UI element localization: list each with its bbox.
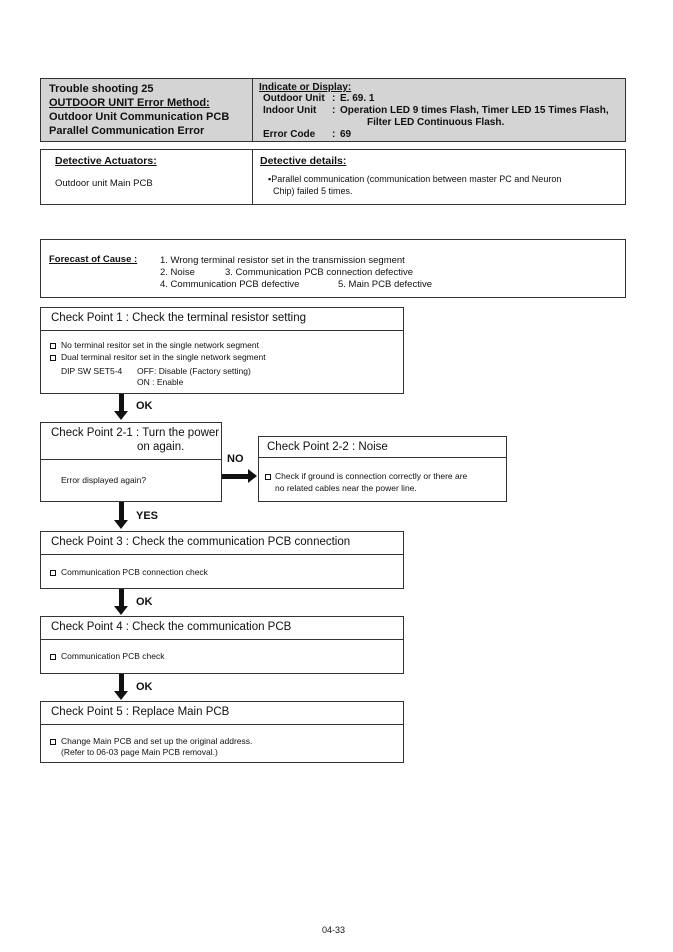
indicate-title: Indicate or Display:: [259, 82, 352, 93]
checkbox-icon: [50, 570, 56, 576]
outdoor-value: E. 69. 1: [340, 93, 375, 104]
cp21-title-line2: on again.: [137, 441, 185, 453]
check-point-1: Check Point 1 : Check the terminal resis…: [40, 307, 404, 394]
dip-on-value: ON : Enable: [137, 377, 184, 387]
checkbox-icon: [50, 739, 56, 745]
error-title-line1: Outdoor Unit Communication PCB: [49, 111, 230, 123]
checkbox-icon: [265, 474, 271, 480]
checkbox-icon: [50, 343, 56, 349]
check-point-3: Check Point 3 : Check the communication …: [40, 531, 404, 589]
outdoor-sep: :: [332, 93, 336, 104]
checkbox-icon: [50, 355, 56, 361]
cp5-item2: (Refer to 06-03 page Main PCB removal.): [61, 747, 218, 757]
arrow-down-icon: [119, 394, 124, 412]
header-divider: [252, 79, 253, 141]
actuators-value: Outdoor unit Main PCB: [55, 178, 153, 189]
error-code-sep: :: [332, 129, 336, 140]
details-title: Detective details:: [260, 155, 347, 167]
dip-off-value: OFF: Disable (Factory setting): [137, 366, 251, 376]
arrow-head-icon: [114, 691, 128, 700]
check-point-2-1: Check Point 2-1 : Turn the power on agai…: [40, 422, 222, 502]
forecast-title: Forecast of Cause :: [49, 254, 138, 265]
outdoor-label: Outdoor Unit: [263, 93, 325, 104]
cp3-title-divider: [41, 554, 403, 555]
arrow-head-icon: [114, 520, 128, 529]
check-point-5: Check Point 5 : Replace Main PCB Change …: [40, 701, 404, 763]
cp5-title: Check Point 5 : Replace Main PCB: [51, 706, 230, 718]
checkbox-icon: [50, 654, 56, 660]
trouble-number: Trouble shooting 25: [49, 83, 154, 95]
details-line1: ▪Parallel communication (communication b…: [268, 174, 562, 184]
indoor-value-line1: Operation LED 9 times Flash, Timer LED 1…: [340, 105, 609, 116]
indoor-sep: :: [332, 105, 336, 116]
arrow-down-icon: [119, 674, 124, 692]
forecast-line3a: 4. Communication PCB defective: [160, 279, 300, 290]
cp22-line1: Check if ground is connection correctly …: [275, 471, 468, 481]
arrow-head-icon: [248, 469, 257, 483]
ok-label-1: OK: [136, 400, 153, 412]
arrow-head-icon: [114, 606, 128, 615]
detective-table: Detective Actuators: Outdoor unit Main P…: [40, 149, 626, 205]
page-number: 04-33: [322, 925, 346, 935]
cp3-title: Check Point 3 : Check the communication …: [51, 536, 351, 548]
forecast-box: Forecast of Cause : 1. Wrong terminal re…: [40, 239, 626, 298]
dip-switch-label: DIP SW SET5-4: [61, 366, 123, 376]
cp4-item1: Communication PCB check: [61, 651, 165, 661]
check-point-2-2: Check Point 2-2 : Noise Check if ground …: [258, 436, 507, 502]
cp1-title-divider: [41, 330, 403, 331]
arrow-down-icon: [119, 502, 124, 521]
cp21-title-divider: [41, 459, 221, 460]
indoor-value-line2: Filter LED Continuous Flash.: [367, 117, 505, 128]
check-point-4: Check Point 4 : Check the communication …: [40, 616, 404, 674]
cp5-item1: Change Main PCB and set up the original …: [61, 736, 253, 746]
cp1-title: Check Point 1 : Check the terminal resis…: [51, 312, 307, 324]
cp21-question: Error displayed again?: [61, 475, 147, 485]
forecast-line1: 1. Wrong terminal resistor set in the tr…: [160, 255, 405, 266]
error-title-line2: Parallel Communication Error: [49, 125, 205, 137]
ok-label-3: OK: [136, 681, 153, 693]
cp22-title-divider: [259, 457, 506, 458]
cp4-title-divider: [41, 639, 403, 640]
cp21-title-line1: Check Point 2-1 : Turn the power: [51, 427, 220, 439]
indoor-label: Indoor Unit: [263, 105, 317, 116]
detective-divider: [252, 150, 253, 204]
forecast-line3b: 5. Main PCB defective: [338, 279, 432, 290]
cp22-title: Check Point 2-2 : Noise: [267, 441, 388, 453]
yes-label: YES: [136, 510, 159, 522]
arrow-head-icon: [114, 411, 128, 420]
cp1-item1: No terminal resitor set in the single ne…: [61, 340, 259, 350]
arrow-right-icon: [222, 474, 249, 479]
ok-label-2: OK: [136, 596, 153, 608]
error-code-value: 69: [340, 129, 352, 140]
cp3-item1: Communication PCB connection check: [61, 567, 208, 577]
arrow-down-icon: [119, 589, 124, 607]
forecast-line2a: 2. Noise: [160, 267, 195, 278]
trouble-header: Trouble shooting 25 OUTDOOR UNIT Error M…: [40, 78, 626, 142]
no-label: NO: [227, 453, 244, 465]
forecast-line2b: 3. Communication PCB connection defectiv…: [225, 267, 413, 278]
error-method: OUTDOOR UNIT Error Method:: [49, 97, 210, 109]
actuators-title: Detective Actuators:: [55, 155, 157, 167]
cp1-item2: Dual terminal resitor set in the single …: [61, 352, 266, 362]
cp22-line2: no related cables near the power line.: [275, 483, 417, 493]
details-line2: Chip) failed 5 times.: [273, 186, 353, 196]
cp5-title-divider: [41, 724, 403, 725]
cp4-title: Check Point 4 : Check the communication …: [51, 621, 292, 633]
error-code-label: Error Code: [263, 129, 316, 140]
